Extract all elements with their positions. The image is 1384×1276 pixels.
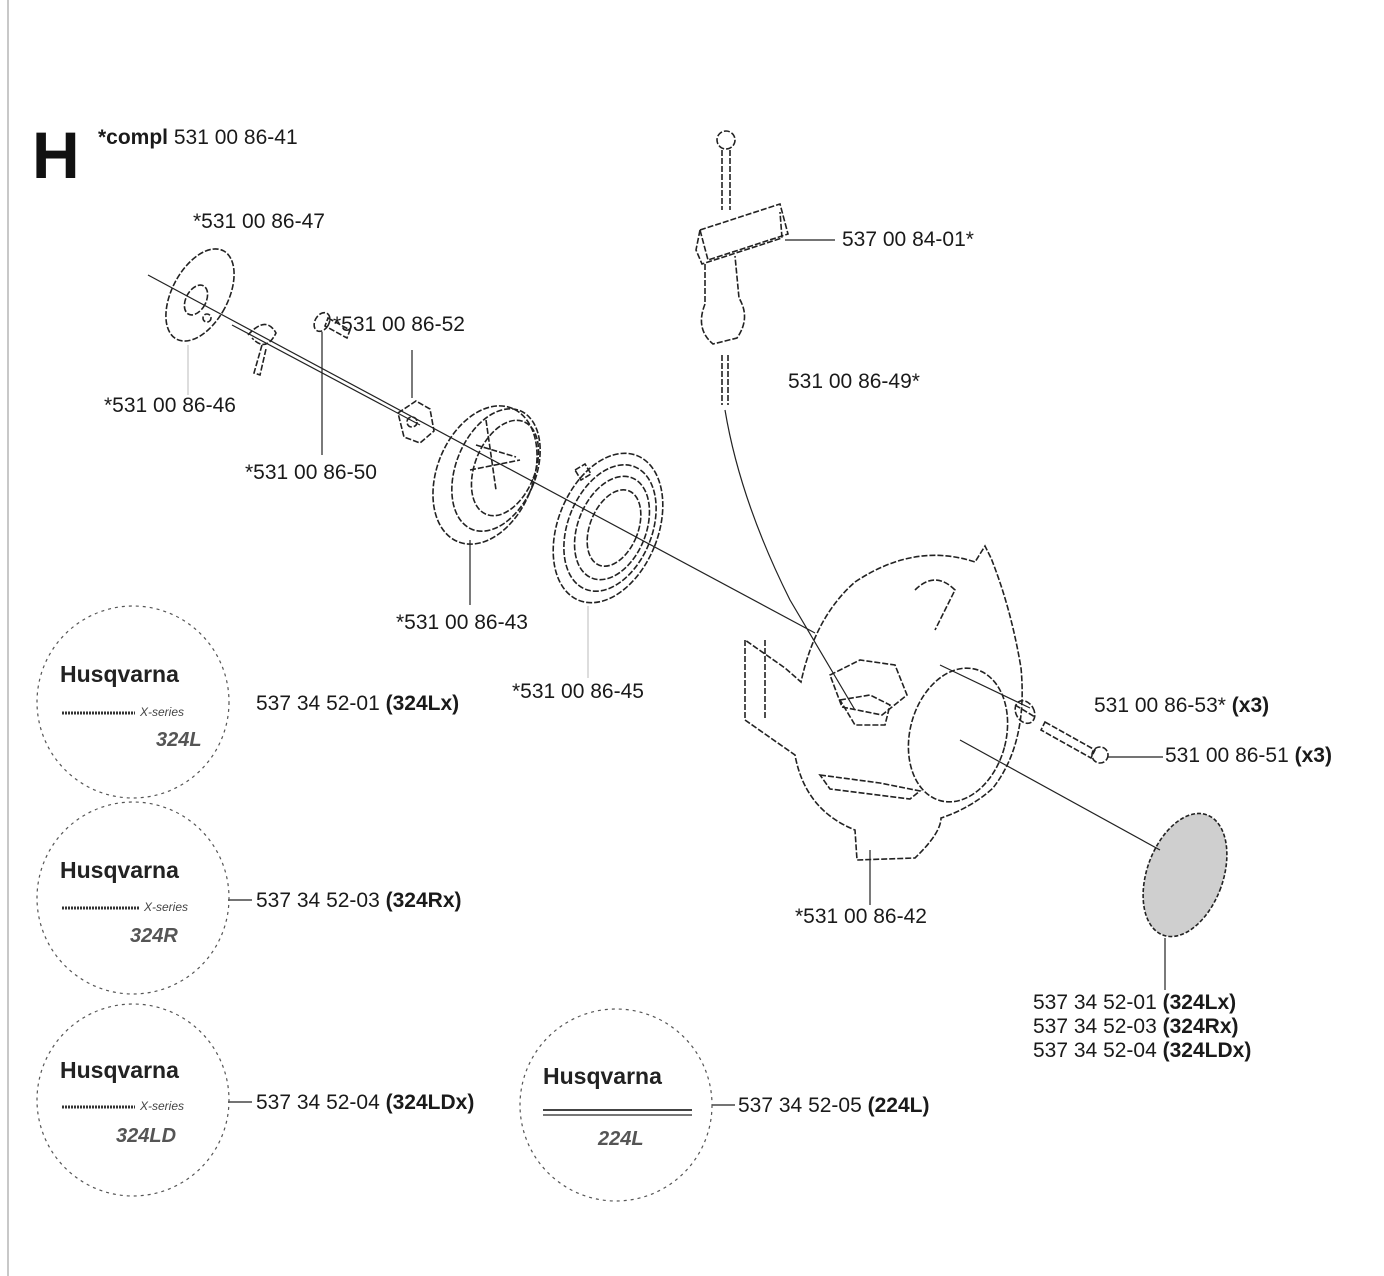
- decal-model: (324Lx): [1162, 991, 1237, 1014]
- decal-badge-text: 324LD: [116, 1125, 176, 1147]
- part-label-p43[interactable]: *531 00 86-43: [396, 611, 528, 634]
- screw-part[interactable]: [311, 310, 351, 340]
- bushing-part[interactable]: [1011, 697, 1039, 727]
- part-label-p53[interactable]: 531 00 86-53* (x3): [1094, 694, 1269, 718]
- part-label-p47[interactable]: *531 00 86-47: [193, 210, 325, 233]
- part-qty: (x3): [1294, 744, 1332, 767]
- decal-model: (324LDx): [385, 1091, 475, 1114]
- starter-housing-part[interactable]: [744, 544, 1023, 861]
- spring-clip-part[interactable]: [247, 323, 277, 377]
- decal-circle-324r[interactable]: [36, 801, 230, 995]
- part-number: 531 00 86-51: [1165, 744, 1289, 767]
- decal-number: 537 34 52-05: [738, 1094, 862, 1117]
- part-label-p42[interactable]: *531 00 86-42: [795, 905, 927, 928]
- decal-brand-text: Husqvarna: [60, 857, 179, 883]
- decal-model: (224L): [867, 1094, 930, 1117]
- decal-number: 537 34 52-03: [256, 889, 380, 912]
- decal-series-text: X-series: [139, 705, 184, 719]
- part-number: 531 00 86-53*: [1094, 694, 1226, 717]
- decal-brand-text: Husqvarna: [60, 661, 179, 687]
- part-label-p52[interactable]: *531 00 86-52: [333, 313, 465, 336]
- decal-324l: Husqvarna X-series 324L: [60, 661, 202, 751]
- decal-label-324rx[interactable]: 537 34 52-03 (324Rx): [256, 889, 462, 913]
- decal-badge-text: 324R: [130, 925, 178, 947]
- recoil-spring-part[interactable]: [532, 437, 683, 619]
- decal-series-text: X-series: [139, 1099, 184, 1113]
- housing-screw-part[interactable]: [1039, 720, 1109, 764]
- cover-decal-item[interactable]: 537 34 52-01 (324Lx): [1033, 991, 1236, 1015]
- section-letter: H: [32, 118, 80, 192]
- decal-label-324ldx[interactable]: 537 34 52-04 (324LDx): [256, 1091, 474, 1115]
- cover-decal-item[interactable]: 537 34 52-03 (324Rx): [1033, 1015, 1239, 1039]
- decal-324r: Husqvarna X-series 324R: [60, 857, 188, 947]
- cover-decal-part[interactable]: [1127, 802, 1242, 948]
- decal-number: 537 34 52-03: [1033, 1015, 1157, 1038]
- part-label-p46[interactable]: *531 00 86-46: [104, 394, 236, 417]
- decal-number: 537 34 52-01: [256, 692, 380, 715]
- decal-number: 537 34 52-04: [1033, 1039, 1157, 1062]
- compl-prefix: *compl: [98, 126, 169, 149]
- decal-badge-text: 324L: [156, 729, 202, 751]
- pawl-disc-part[interactable]: [152, 238, 248, 353]
- decal-circle-324l[interactable]: [36, 605, 230, 799]
- decal-model: (324Rx): [1162, 1015, 1239, 1038]
- part-label-handle[interactable]: 537 00 84-01*: [842, 228, 974, 251]
- decal-model: (324Rx): [385, 889, 462, 912]
- starter-handle-part[interactable]: [695, 130, 789, 405]
- compl-number: 531 00 86-41: [173, 126, 298, 149]
- decal-series-text: X-series: [143, 900, 188, 914]
- decal-label-224l[interactable]: 537 34 52-05 (224L): [738, 1094, 929, 1118]
- decal-circle-324ld[interactable]: [36, 1003, 230, 1197]
- complete-assembly-label: *compl 531 00 86-41: [98, 126, 298, 150]
- decal-circle-224l[interactable]: [519, 1008, 713, 1202]
- decal-224l: Husqvarna 224L: [543, 1063, 692, 1150]
- decal-324ld: Husqvarna X-series 324LD: [60, 1057, 184, 1147]
- leader-lines: [147, 239, 1166, 1106]
- decal-brand-text: Husqvarna: [543, 1063, 662, 1089]
- decal-number: 537 34 52-01: [1033, 991, 1157, 1014]
- cover-decal-item[interactable]: 537 34 52-04 (324LDx): [1033, 1039, 1251, 1063]
- decal-model: (324LDx): [1162, 1039, 1252, 1062]
- pawl-part[interactable]: [397, 400, 435, 444]
- decal-brand-text: Husqvarna: [60, 1057, 179, 1083]
- part-label-p45[interactable]: *531 00 86-45: [512, 680, 644, 703]
- decal-number: 537 34 52-04: [256, 1091, 380, 1114]
- part-qty: (x3): [1231, 694, 1270, 717]
- decal-model: (324Lx): [385, 692, 460, 715]
- part-label-rope[interactable]: 531 00 86-49*: [788, 370, 920, 393]
- page-margin-rule: [7, 0, 9, 1276]
- part-label-p50[interactable]: *531 00 86-50: [245, 461, 377, 484]
- decal-badge-text: 224L: [597, 1128, 644, 1150]
- decal-label-324lx[interactable]: 537 34 52-01 (324Lx): [256, 692, 459, 716]
- part-label-p51[interactable]: 531 00 86-51 (x3): [1165, 744, 1332, 768]
- rope-pulley-part[interactable]: [414, 390, 558, 559]
